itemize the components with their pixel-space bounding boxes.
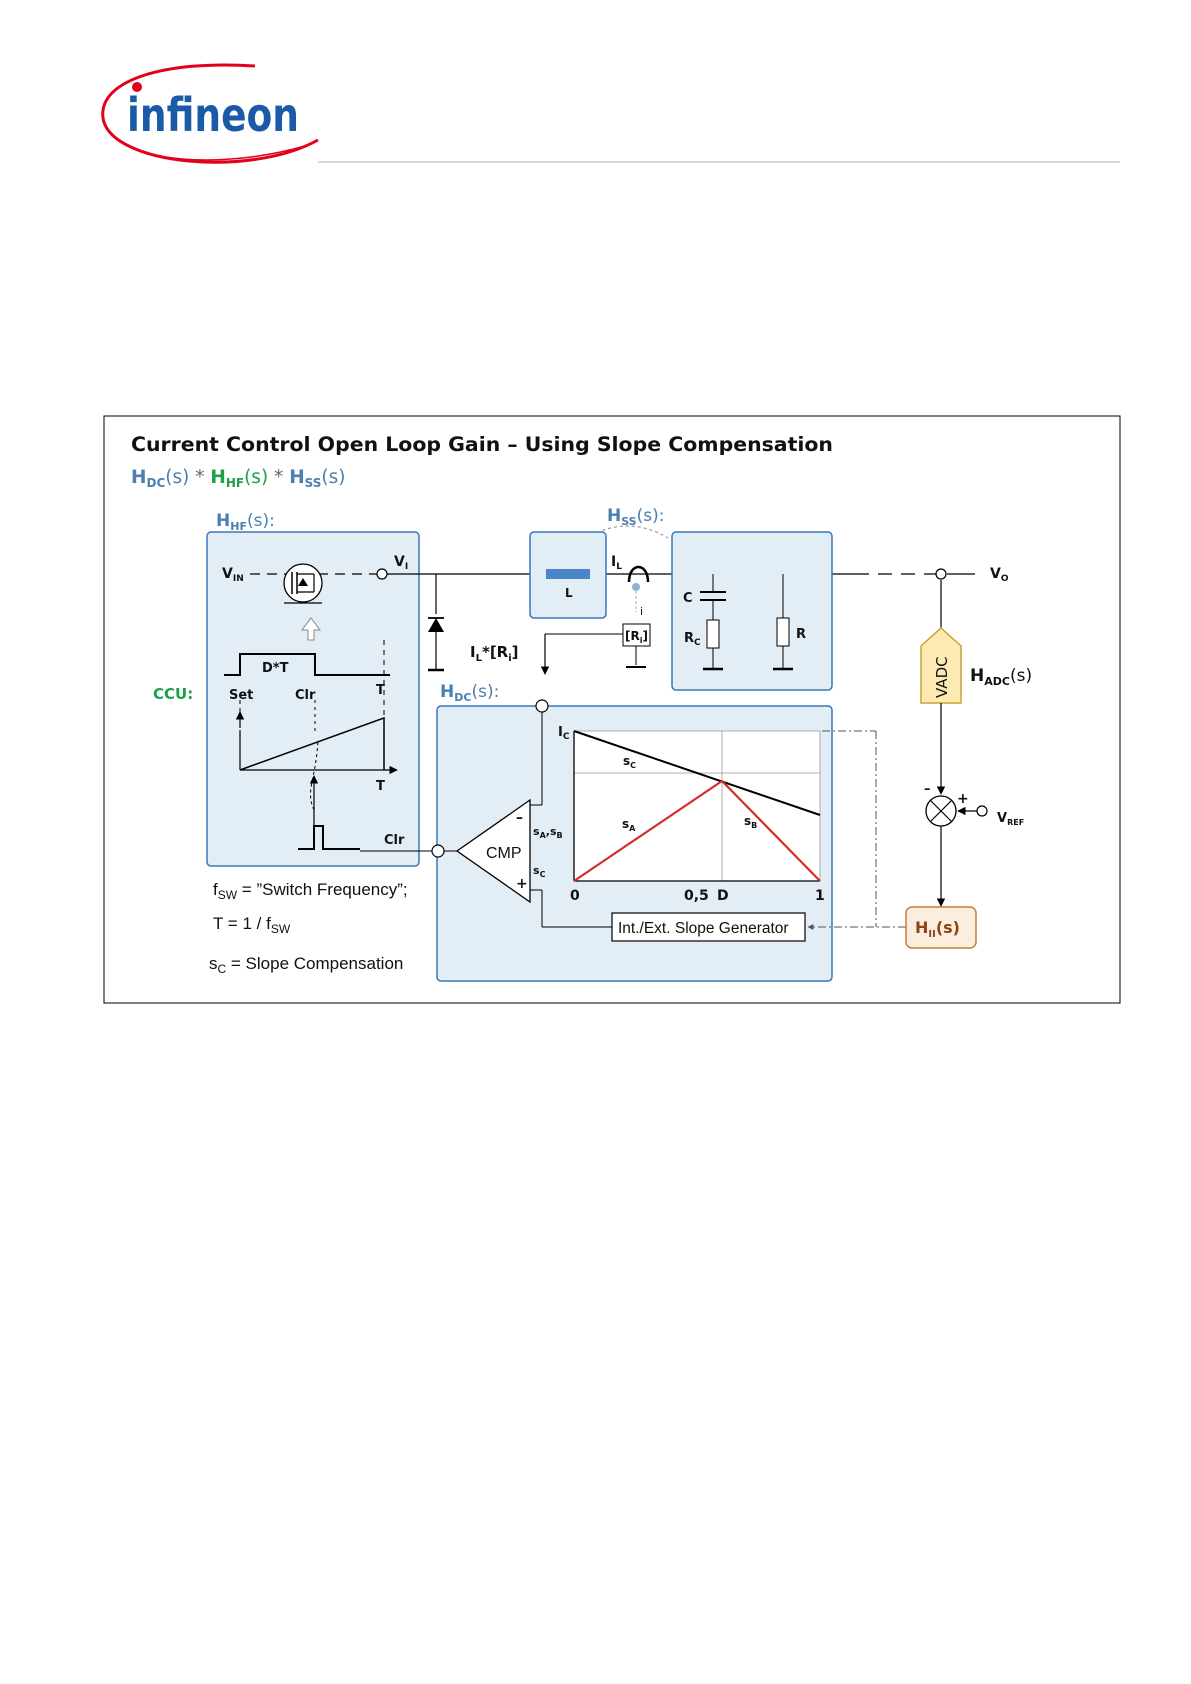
sa-chart-label: sA <box>622 817 636 833</box>
clr-pulse-label: Clr <box>384 833 405 848</box>
x-tick-1: 1 <box>815 888 825 904</box>
formula-hdc: H <box>131 467 146 488</box>
hf-block-label: HHF(s): <box>216 511 275 533</box>
ic-label: IC <box>558 725 570 742</box>
infineon-logo: infineon <box>101 63 319 164</box>
sb-slope-line <box>721 780 821 882</box>
hf-block <box>206 531 420 867</box>
vadc-block <box>920 626 962 704</box>
pwm-waveform <box>224 653 390 676</box>
formula-hhf: H <box>210 467 225 488</box>
slope-generator-label: Int./Ext. Slope Generator <box>618 920 789 937</box>
vref-node <box>976 805 988 817</box>
dc-block-label: HDC(s): <box>440 682 499 704</box>
hii-block <box>905 906 977 949</box>
rc-label: RC <box>684 631 701 648</box>
vin-label: VIN <box>222 566 244 584</box>
il-label: IL <box>611 554 622 572</box>
vi-label: VI <box>394 554 408 572</box>
resistor-icon <box>773 574 793 671</box>
sc-chart-label: sC <box>623 754 636 770</box>
x-tick-d: D <box>717 888 729 904</box>
i-small-label: i <box>640 605 643 618</box>
inductor-label: L <box>565 586 573 600</box>
period-top-label: T <box>376 683 385 698</box>
gate-drive-arrow-icon <box>301 617 321 641</box>
r-label: R <box>796 627 806 642</box>
sum-plus: + <box>957 791 969 807</box>
ramp-waveform <box>239 716 385 771</box>
logo-swoosh-tail-icon <box>107 129 306 161</box>
ccu-label: CCU: <box>153 685 193 703</box>
mosfet-switch-icon <box>283 563 323 604</box>
c-label: C <box>683 591 693 606</box>
current-sense-loop-icon <box>627 565 650 583</box>
vo-node <box>935 568 947 580</box>
sa-slope-line <box>573 780 723 882</box>
hadc-label: HADC(s) <box>970 666 1032 688</box>
summing-junction-icon <box>925 795 957 827</box>
load-block <box>671 531 833 691</box>
vref-label: VREF <box>997 811 1024 827</box>
sb-chart-label: sB <box>744 814 757 830</box>
dc-input-node <box>535 699 549 713</box>
period-axis-label: T <box>376 779 385 794</box>
cmp-label: CMP <box>486 845 522 862</box>
cmp-minus: – <box>516 810 523 826</box>
slope-generator-box <box>611 912 806 942</box>
clr-pulse-waveform <box>298 825 360 850</box>
cmp-plus: + <box>516 876 528 892</box>
ri-label: [Ri] <box>625 629 648 645</box>
note-fsw: fSW = ”Switch Frequency”; <box>213 880 408 902</box>
note-period: T = 1 / fSW <box>213 914 291 936</box>
sense-signal-label: IL*[Ri] <box>470 643 519 664</box>
sc-input-label: sC <box>533 864 546 879</box>
figure-formula: HDC(s) * HHF(s) * HSS(s) <box>131 467 346 490</box>
set-label: Set <box>229 688 253 703</box>
diode-icon <box>428 574 444 672</box>
capacitor-icon <box>700 574 726 671</box>
sasb-label: sA,sB <box>533 825 563 840</box>
formula-hss: H <box>289 467 304 488</box>
comparator-icon <box>455 798 531 904</box>
vo-label: VO <box>990 566 1009 584</box>
figure-title: Current Control Open Loop Gain – Using S… <box>131 433 833 456</box>
logo-swoosh-icon <box>101 63 319 164</box>
vi-node <box>376 568 388 580</box>
slope-chart <box>573 730 821 882</box>
duty-label: D*T <box>262 661 289 676</box>
sum-minus: – <box>924 782 931 797</box>
ss-block-label: HSS(s): <box>607 506 664 528</box>
logo-text: infineon <box>127 88 299 142</box>
inductor-icon <box>546 569 590 579</box>
logo-dot-icon <box>132 82 142 92</box>
clr-top-label: Clr <box>295 688 316 703</box>
x-tick-05: 0,5 <box>684 888 709 904</box>
sc-slope-line <box>573 730 821 816</box>
vadc-label: VADC <box>933 656 951 698</box>
x-tick-0: 0 <box>570 888 580 904</box>
note-sc: sC = Slope Compensation <box>209 954 403 976</box>
hii-label: HII(s) <box>915 918 960 940</box>
cmp-output-node <box>431 844 445 858</box>
